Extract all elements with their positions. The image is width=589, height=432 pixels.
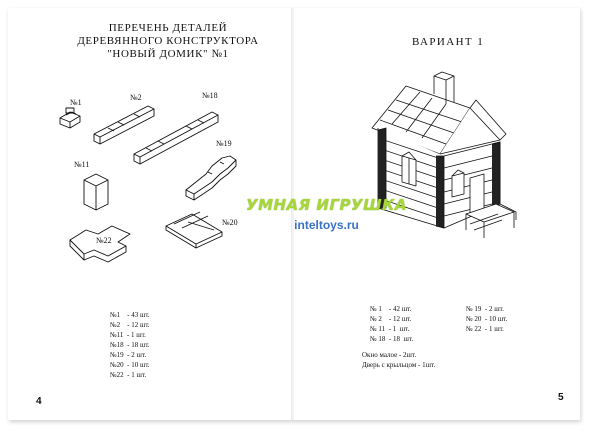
parts-list-title: ПЕРЕЧЕНЬ ДЕТАЛЕЙ ДЕРЕВЯННОГО КОНСТРУКТОР…: [68, 22, 268, 61]
parts-count-row: №18 - 18 шт.: [110, 341, 150, 349]
variant-list-row: № 19 - 2 шт.: [466, 305, 504, 313]
parts-count-row: №1 - 43 шт.: [110, 311, 150, 319]
parts-count-row: №19 - 2 шт.: [110, 351, 147, 359]
title-line-2: ДЕРЕВЯННОГО КОНСТРУКТОРА: [77, 35, 259, 47]
variant-list-row: № 20 - 10 шт.: [466, 315, 508, 323]
variant-list-row: № 1 - 42 шт.: [370, 305, 412, 313]
parts-count-row: №22 - 1 шт.: [110, 371, 147, 379]
watermark: УМНАЯ ИГРУШКА inteltoys.ru: [246, 196, 407, 232]
variant-list-row: № 22 - 1 шт.: [466, 325, 504, 333]
part-label-1: №1: [70, 98, 82, 107]
part-20-drawing: [165, 211, 223, 249]
variant-notes: Окно малое - 2шт. Дверь с крыльцом - 1шт…: [362, 350, 435, 370]
part-19-drawing: [185, 155, 237, 201]
variant-list-row: № 18 - 18 шт.: [370, 335, 414, 343]
part-11-drawing: [83, 173, 109, 211]
right-page: ВАРИАНТ 1: [294, 8, 580, 420]
page-fold: [291, 8, 295, 420]
page-number-left: 4: [36, 396, 42, 407]
variant-list-row: № 11 - 1 шт.: [370, 325, 410, 333]
house-windows: [401, 151, 485, 217]
title-line-1: ПЕРЕЧЕНЬ ДЕТАЛЕЙ: [108, 22, 228, 34]
parts-illustration: [59, 105, 237, 263]
part-18-drawing: [133, 111, 219, 165]
variant-list-col1: № 1 - 42 шт. № 2 - 12 шт. № 11 - 1 шт. №…: [370, 304, 413, 344]
note-window: Окно малое - 2шт.: [362, 351, 417, 359]
part-label-19: №19: [216, 139, 232, 148]
part-label-11: №11: [74, 160, 90, 169]
part-label-20: №20: [222, 218, 238, 227]
watermark-brand: УМНАЯ ИГРУШКА: [246, 196, 407, 214]
part-label-22: №22: [96, 236, 112, 245]
parts-count-row: №20 - 10 шт.: [110, 361, 150, 369]
left-page: ПЕРЕЧЕНЬ ДЕТАЛЕЙ ДЕРЕВЯННОГО КОНСТРУКТОР…: [8, 8, 292, 420]
variant-list-col2: № 19 - 2 шт. № 20 - 10 шт. № 22 - 1 шт.: [466, 304, 507, 334]
parts-count-row: №2 - 12 шт.: [110, 321, 150, 329]
parts-count-list: №1 - 43 шт. №2 - 12 шт. №11 - 1 шт. №18 …: [110, 310, 150, 380]
title-line-3: "НОВЫЙ ДОМИК" №1: [107, 48, 229, 60]
variant-list-row: № 2 - 12 шт.: [370, 315, 412, 323]
part-label-18: №18: [202, 91, 218, 100]
house-illustration: [371, 71, 517, 238]
variant-title: ВАРИАНТ 1: [412, 36, 485, 48]
part-label-2: №2: [130, 93, 142, 102]
note-door: Дверь с крыльцом - 1шт.: [362, 361, 436, 369]
part-1-drawing: [59, 107, 81, 129]
booklet-spread: ПЕРЕЧЕНЬ ДЕТАЛЕЙ ДЕРЕВЯННОГО КОНСТРУКТОР…: [8, 8, 580, 420]
watermark-url: inteltoys.ru: [294, 218, 359, 232]
page-number-right: 5: [558, 392, 564, 403]
parts-count-row: №11 - 1 шт.: [110, 331, 146, 339]
part-22-drawing: [69, 225, 131, 263]
house-porch: [465, 203, 517, 238]
part-2-drawing: [93, 105, 155, 145]
